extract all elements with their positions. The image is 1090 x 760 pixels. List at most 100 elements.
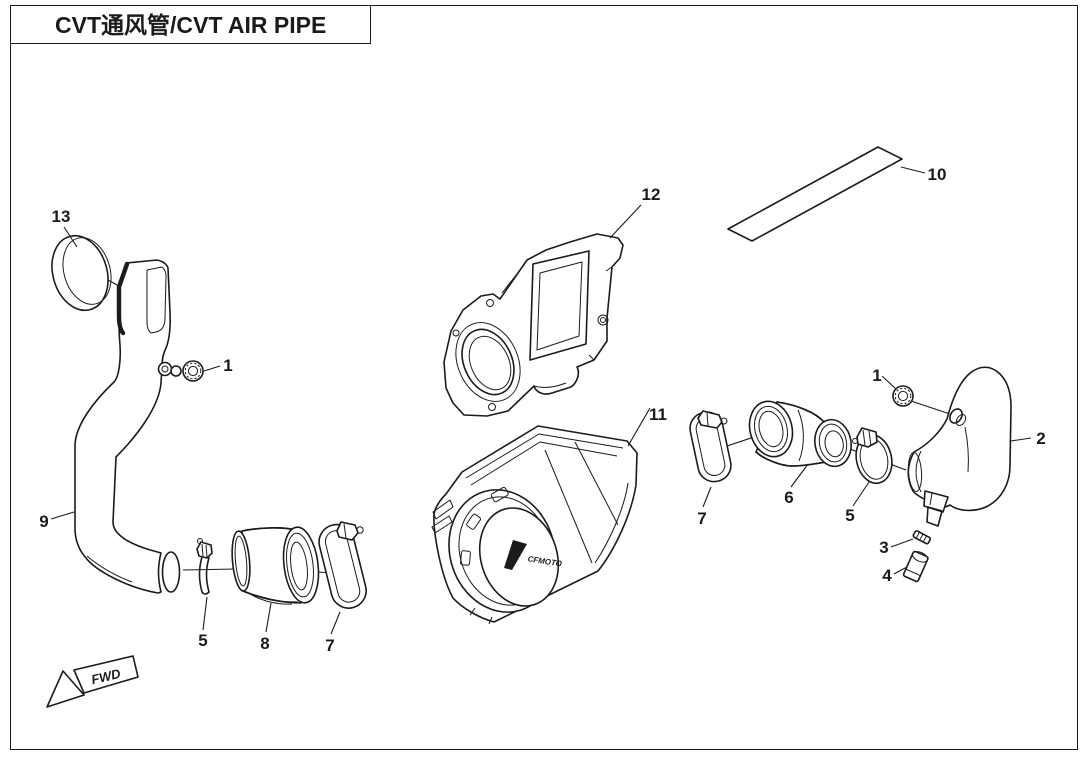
cover-rim-tab [460,550,471,566]
fwd-arrow-box [73,655,139,694]
callout-leader-lines [50,166,1032,635]
part-2-j-pipe [907,366,1012,527]
axis-line [182,568,237,571]
callout-7-left-label: 7 [325,636,334,655]
part-12-duct-plate [443,233,624,417]
leader-line-11 [627,407,651,447]
ring-inner [324,530,361,603]
plate-window-outer [529,250,590,361]
nut-bore [187,365,199,377]
cap-rim [62,237,112,305]
leader-line-6 [790,463,809,488]
plate-side-boss-hole [600,317,606,323]
leader-line-1-right [881,375,897,390]
nut-knurl [894,387,912,405]
cover-rim-tab [490,486,509,503]
cover-facet-lines [544,441,629,564]
clamp-screw-housing [856,427,878,448]
pipe-body [907,366,1012,512]
callout-8-label: 8 [260,634,269,653]
clamp-screw-slots [862,429,872,447]
nut-outer [892,385,914,407]
callout-2-label: 2 [1036,429,1045,448]
callout-3-label: 3 [879,538,888,557]
pipe-mouth-edge [116,261,130,336]
ring-bolt-slot [706,412,709,427]
page-border [10,5,1078,750]
plate-bolt-hole [486,299,494,307]
part-7-right-ring [689,410,732,483]
clamp-screw-slots [201,543,208,558]
part-1-left-nut [157,360,204,382]
pipe-stud-boss-tip [955,413,967,427]
fwd-arrow-head [46,670,85,708]
part-13-cap-disc [51,234,112,312]
leader-line-1-left [203,365,221,372]
elbow-right-port [814,418,852,468]
stud [157,361,173,377]
plate-window-inner [536,261,583,351]
ring-bolt-head [720,417,728,425]
fwd-direction-indicator: FWD [46,655,139,708]
callout-1-right-label: 1 [872,366,881,385]
stud-tip [170,365,182,377]
leader-line-4 [893,566,908,575]
callout-1-left-label: 1 [223,356,232,375]
plate-hole-inner [468,335,512,391]
cover-rim-ticks [469,607,493,625]
leader-line-13 [63,226,78,248]
leader-line-10 [900,166,926,174]
elbow-left-port-bore [758,410,784,448]
pipe-outlet-opening [161,551,181,593]
part-3-spring-clip [912,530,932,545]
leader-line-7-right [702,486,712,508]
cone-opening-inner [234,535,248,587]
cover-rim-tab [466,513,482,530]
stud-face [161,365,169,373]
leader-line-12 [609,204,642,239]
cone-lip [249,593,293,605]
nut-knurl [184,362,202,380]
callout-6-label: 6 [784,488,793,507]
cone-face-ring [286,532,314,598]
strip-outline [727,146,903,242]
plate-bolt-hole [452,329,460,337]
part-5-right-clamp [852,427,893,485]
fwd-label: FWD [90,666,123,687]
pipe-inlet-opening [907,452,923,492]
cover-emblem-mark [504,540,527,570]
ring-bolt-head [356,526,364,534]
part-10-seal-strip [727,146,903,242]
pipe-inner-flap [146,266,167,334]
pipe-drain-nozzle [923,490,949,527]
leader-line-5-right [852,481,870,507]
part-4-drain-tube [902,550,929,583]
tube-opening [912,551,929,563]
elbow-left-port-rim [754,405,788,453]
pipe-body [74,259,171,594]
ring-bolt-slot [343,523,347,539]
tube-body [902,550,929,583]
clamp-band [198,556,210,595]
callout-labels: 13 1 9 5 8 7 12 11 10 7 6 5 1 2 3 4 [39,165,1045,655]
leader-line-5-left [202,596,208,631]
part-1-right-nut [892,385,914,407]
elbow-crease [797,409,804,462]
callout-7-right-label: 7 [697,509,706,528]
callout-10-label: 10 [928,165,947,184]
cover-spine-ridges [465,433,624,486]
elbow-right-port-bore [824,430,844,458]
part-7-left-ring [318,521,367,609]
leader-line-8 [265,602,272,633]
clamp-screw-housing [196,541,213,559]
tube-line [905,568,921,577]
cone-face-inner [290,541,308,591]
callout-4-label: 4 [882,566,892,585]
page-title: CVT通风管/CVT AIR PIPE [55,12,326,38]
nut-outer [182,360,204,382]
leader-line-2 [1010,437,1032,442]
pipe-nozzle-line [929,492,933,506]
clip-coils [915,531,927,543]
